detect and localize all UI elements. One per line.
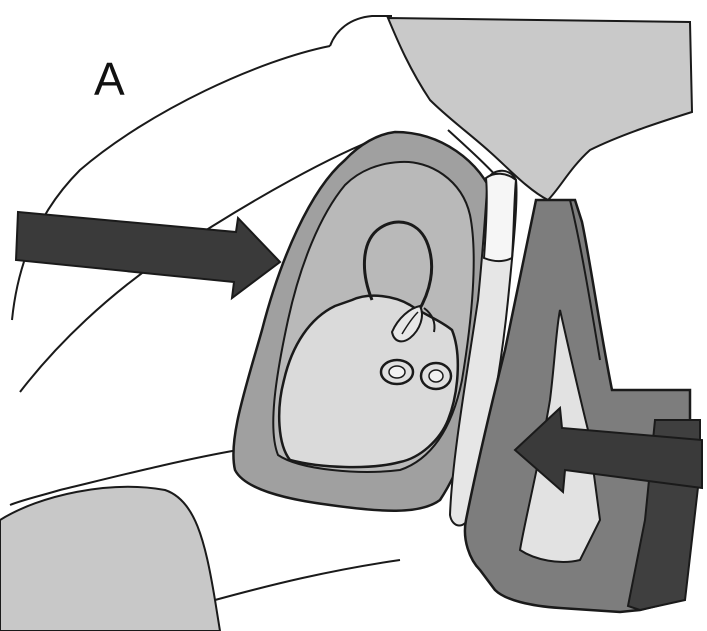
vessel-ring-right-inner [429, 370, 443, 382]
lower-left-region [0, 487, 220, 631]
pad-tip [484, 174, 516, 261]
vessel-ring-left-inner [389, 366, 405, 378]
panel-label: A [94, 53, 125, 105]
